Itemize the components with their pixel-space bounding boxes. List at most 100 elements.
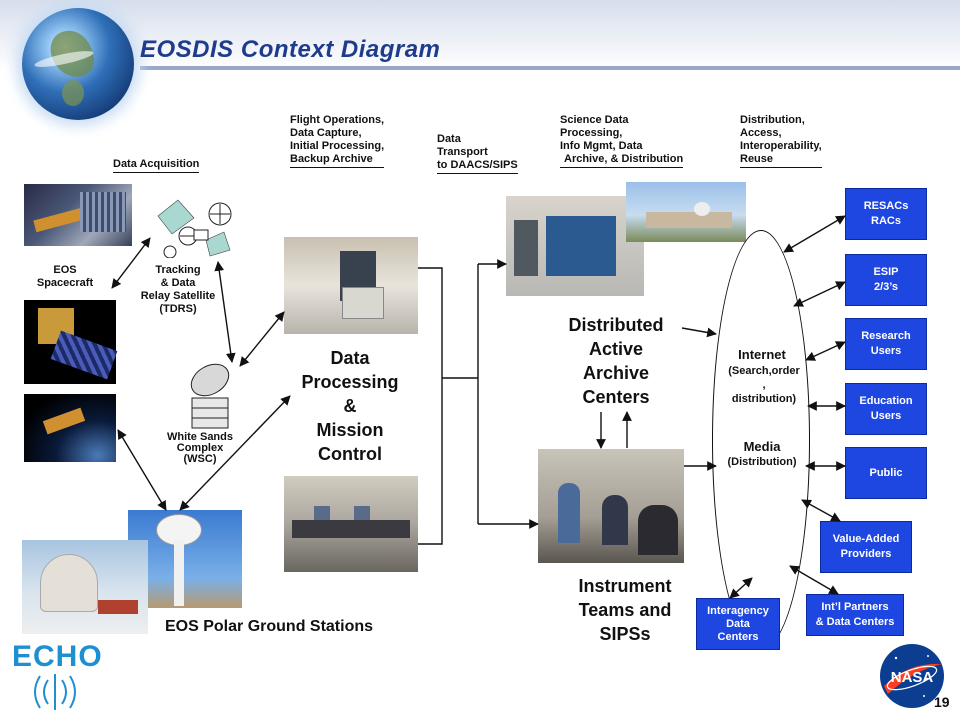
label-line: (TDRS) [159, 303, 197, 315]
box-line: ESIP [873, 266, 899, 278]
stage-line: Data [437, 133, 461, 145]
box-line: 2/3’s [873, 281, 899, 293]
arrow-oval-interagency [729, 577, 753, 599]
page-number: 19 [934, 694, 950, 710]
arrow-ground-dpmc [179, 395, 291, 511]
daac-computer-room-photo [506, 196, 644, 296]
stage-line: Flight Operations, [290, 114, 385, 126]
wave-line [43, 679, 49, 705]
building-shape [98, 600, 138, 614]
person-shape [638, 505, 678, 555]
header-band [0, 0, 960, 70]
earth-land-shape [62, 80, 84, 106]
tdrs-antenna-shape [163, 245, 177, 258]
polar-ground-stations-label: EOS Polar Ground Stations [165, 618, 374, 635]
stage-flight-operations: Flight Operations, Data Capture, Initial… [290, 114, 385, 168]
stage-line: Data Capture, [290, 127, 362, 139]
arrow-daac-to-internet [681, 327, 717, 338]
label-line: & Data [160, 277, 196, 289]
label-line: Instrument [578, 576, 672, 596]
label-line: SIPSs [599, 624, 651, 644]
stage-line: Processing, [560, 127, 623, 139]
tdrs-satellite-drawing [157, 199, 232, 258]
intl-partners-box: Int’l Partners& Data Centers [806, 594, 904, 636]
label-line: , [762, 379, 766, 391]
stage-line: Backup Archive [290, 153, 385, 168]
media-sub-label: (Distribution) [727, 456, 797, 468]
wave-line [61, 679, 67, 705]
mission-control-photo [284, 476, 418, 572]
eos-spacecraft-image-3 [24, 394, 116, 462]
box-line: Int’l Partners [821, 601, 889, 613]
arrow-oval-research [805, 341, 846, 361]
internet-sub-label: (Search,order , distribution) [714, 364, 814, 406]
nasa-circle-shape [880, 644, 944, 708]
arrow-oval-value-added [801, 499, 841, 522]
monitor-shape [354, 506, 370, 520]
stage-line: Interoperability, [740, 140, 822, 152]
stage-line: Transport [437, 146, 488, 158]
label-line: Spacecraft [36, 277, 94, 289]
echo-logo-text: ECHO [12, 640, 103, 673]
box-line: Interagency [707, 604, 769, 617]
nasa-orbit-shape [886, 665, 938, 691]
label-line: Data [330, 348, 370, 368]
radome-shape [40, 554, 98, 612]
arrow-tdrs-wsc [214, 261, 236, 363]
box-line: Research [861, 330, 911, 342]
wave-line [34, 675, 41, 709]
label-line: Distributed [568, 315, 664, 335]
box-line: Providers [840, 548, 892, 560]
box-line: Public [869, 466, 903, 479]
stage-line: Archive, & Distribution [560, 153, 684, 168]
dish-shape [694, 202, 710, 216]
stage-data-transport: Data Transport to DAACS/SIPS [437, 133, 518, 174]
nasa-red-vector-shape [884, 663, 942, 694]
arrow-oval-resacs [783, 215, 846, 253]
stage-line: Access, [740, 127, 782, 139]
person-shape [602, 495, 628, 545]
label-line: Active [588, 339, 644, 359]
wave-line [69, 675, 76, 709]
label-line: (Search,order [728, 365, 800, 377]
box-line: Value-Added [832, 533, 900, 545]
dpmc-bus-line [418, 267, 443, 545]
computer-rack-shape [514, 220, 538, 276]
eos-spacecraft-label: EOS Spacecraft [30, 264, 100, 290]
tdrs-panel-shape [205, 231, 231, 257]
monitor-shape [314, 506, 330, 520]
solar-panel-shape [80, 192, 126, 232]
instrument-teams-label: Instrument Teams and SIPSs [558, 574, 692, 646]
stage-line: to DAACS/SIPS [437, 159, 518, 174]
box-line: Data [726, 617, 750, 630]
label-line: Processing [301, 372, 399, 392]
stage-line: Initial Processing, [290, 140, 385, 152]
ground-station-photo-2 [22, 540, 148, 634]
nasa-meatball-logo: NASA [880, 644, 944, 708]
box-line: Education [859, 395, 913, 407]
stage-line: Science Data [560, 114, 629, 126]
internet-label: Internet [738, 347, 786, 362]
computer-rack-shape [546, 216, 616, 276]
arrow-oval-esip [793, 281, 846, 307]
stage-line: Info Mgmt, Data [560, 140, 643, 152]
esip-box: ESIP 2/3’s [845, 254, 927, 306]
nasa-star-shape [894, 656, 898, 660]
nasa-logo-text: NASA [891, 669, 934, 686]
box-line: RACs [871, 215, 901, 227]
nasa-star-shape [927, 655, 929, 657]
arrow-wsc-dpmc [239, 311, 285, 367]
dpmc-label: Data Processing & Mission Control [290, 346, 410, 466]
tower-shape [174, 540, 184, 606]
arrow-oval-intl [789, 565, 839, 595]
daac-label: Distributed Active Archive Centers [550, 313, 682, 409]
stage-distribution: Distribution, Access, Interoperability, … [740, 114, 822, 168]
stage-line: Distribution, [740, 114, 805, 126]
label-line: Centers [582, 387, 650, 407]
title-rule [140, 66, 960, 70]
label-line: & [343, 396, 357, 416]
